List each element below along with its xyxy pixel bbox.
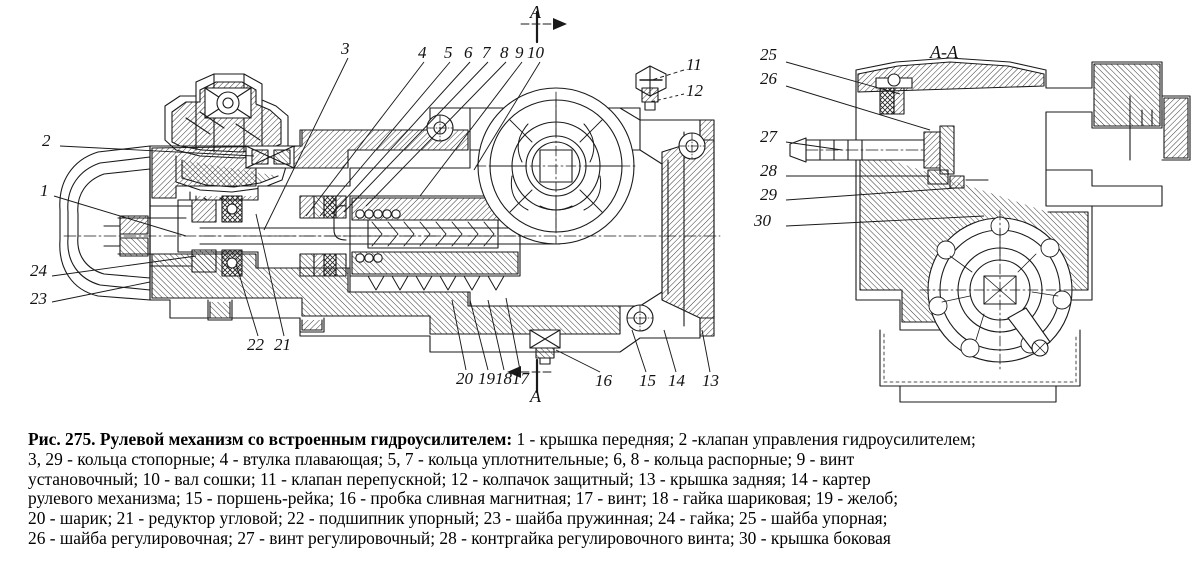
callout-9: 9: [515, 43, 524, 62]
caption-line-1: Рис. 275. Рулевой механизм со встроенным…: [28, 429, 1178, 450]
section-mark-bottom: A: [530, 386, 541, 406]
callout-21: 21: [274, 335, 291, 354]
leader-lines: [51, 57, 985, 373]
callout-1: 1: [40, 181, 49, 200]
section-view-AA: [789, 57, 1191, 403]
callout-27: 27: [760, 127, 777, 146]
drain-plug: [529, 329, 561, 365]
section-mark-top: A: [530, 2, 541, 22]
section-plane-A: [507, 10, 567, 394]
figure-caption: Рис. 275. Рулевой механизм со встроенным…: [0, 424, 1200, 549]
callout-7: 7: [482, 43, 491, 62]
housing-bolt-bosses: [426, 114, 706, 332]
seal-stack: [299, 195, 347, 277]
callout-24: 24: [30, 261, 47, 280]
callout-15: 15: [639, 371, 656, 390]
figure-number: Рис. 275.: [28, 429, 96, 449]
drawing-canvas: [51, 10, 1191, 403]
callout-28: 28: [760, 161, 777, 180]
washer-stack: [875, 73, 913, 115]
section-view-title: A-A: [930, 42, 958, 62]
callout-22: 22: [247, 335, 264, 354]
callout-2: 2: [42, 131, 51, 150]
control-valve: [245, 145, 295, 169]
callout-3: 3: [341, 39, 350, 58]
caption-line-1-tail: 1 - крышка передняя; 2 -клапан управлени…: [512, 429, 976, 449]
callout-5: 5: [444, 43, 453, 62]
callout-29: 29: [760, 185, 777, 204]
locknut-group: [927, 169, 989, 189]
callout-11: 11: [686, 55, 702, 74]
lever-linkage: [1007, 307, 1051, 357]
callout-8: 8: [500, 43, 509, 62]
callout-10: 10: [527, 43, 544, 62]
caption-line-6: 26 - шайба регулировочная; 27 - винт рег…: [28, 527, 891, 548]
main-section-view: [59, 10, 721, 394]
callout-26: 26: [760, 69, 777, 88]
callout-25: 25: [760, 45, 777, 64]
callout-18: 18: [495, 369, 512, 388]
callout-19: 19: [478, 369, 495, 388]
callout-14: 14: [668, 371, 685, 390]
callout-23: 23: [30, 289, 47, 308]
callout-12: 12: [686, 81, 703, 100]
callout-30: 30: [754, 211, 771, 230]
callout-6: 6: [464, 43, 473, 62]
technical-drawing: 2 1 24 23 3 4 5 6 7 8 9 10 11 12 22 21 2…: [30, 2, 1191, 406]
caption-line-4: рулевого механизма; 15 - поршень-рейка; …: [28, 488, 899, 509]
ball-circuit: [355, 209, 401, 263]
callout-17: 17: [512, 369, 529, 388]
callout-4: 4: [418, 43, 427, 62]
bypass-valve: [635, 65, 667, 111]
regulating-screw: [789, 125, 955, 175]
mounting-ears: [207, 299, 325, 333]
callout-20: 20: [456, 369, 473, 388]
callout-16: 16: [595, 371, 612, 390]
thrust-bearing-group: [63, 195, 721, 277]
caption-line-2: 3, 29 - кольца стопорные; 4 - втулка пла…: [28, 448, 855, 469]
caption-line-3: установочный; 10 - вал сошки; 11 - клапа…: [28, 468, 871, 489]
callout-13: 13: [702, 371, 719, 390]
caption-line-5: 20 - шарик; 21 - редуктор угловой; 22 - …: [28, 508, 888, 529]
sector-shaft-boss: [469, 87, 641, 245]
figure-title: Рулевой механизм со встроенным гидроусил…: [99, 429, 513, 449]
